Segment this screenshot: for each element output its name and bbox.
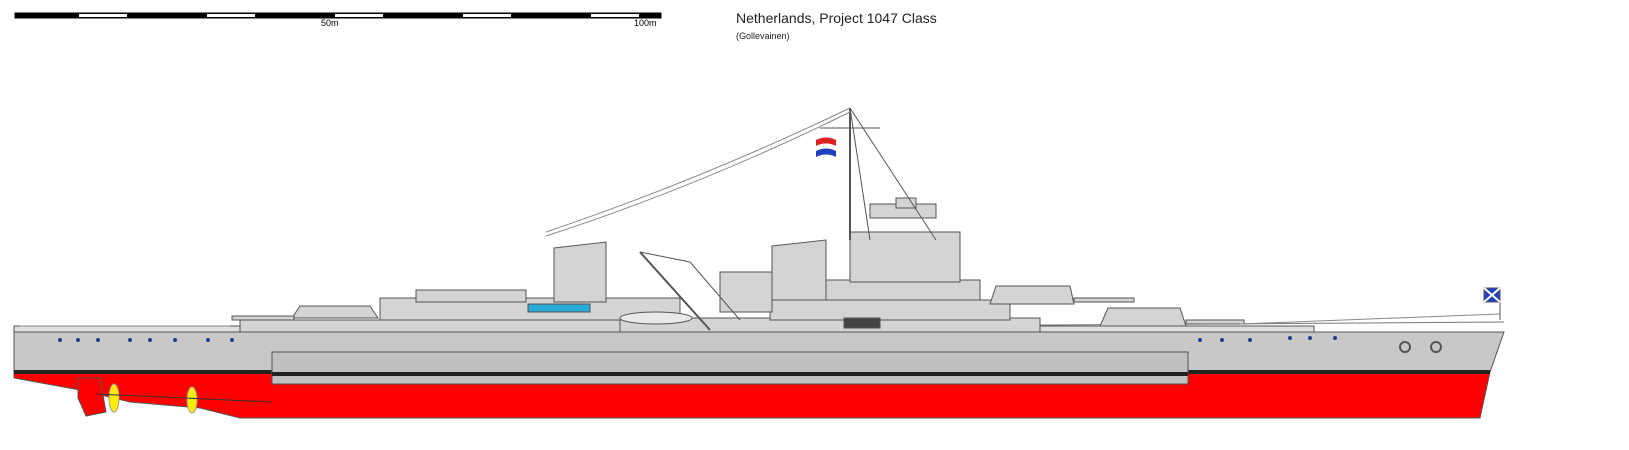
aircraft-crane bbox=[639, 251, 711, 331]
scale-label-mid: 50m bbox=[321, 18, 339, 28]
superstructure-fwd-block bbox=[769, 299, 1011, 321]
funnel-aft bbox=[553, 241, 607, 303]
propellers bbox=[95, 383, 273, 414]
portholes bbox=[58, 336, 1337, 342]
scale-label-end: 100m bbox=[634, 18, 657, 28]
bridge-tower bbox=[849, 231, 961, 283]
ships-boat bbox=[527, 303, 591, 313]
armor-belt bbox=[271, 351, 1189, 385]
anchor-hawse bbox=[1399, 341, 1442, 353]
hangar-block bbox=[719, 271, 773, 313]
jack bbox=[1483, 287, 1501, 320]
turret-aft-superfiring bbox=[415, 289, 527, 303]
crane-arm bbox=[545, 107, 851, 233]
scale-bar bbox=[14, 12, 662, 19]
launch bbox=[619, 311, 693, 325]
superstructure-deck-aft bbox=[239, 319, 621, 333]
drawing-title: Netherlands, Project 1047 Class bbox=[736, 10, 937, 26]
turret-aft bbox=[291, 305, 379, 319]
turret-forward-superfiring bbox=[989, 285, 1075, 305]
funnel-forward bbox=[771, 239, 827, 301]
rudder bbox=[77, 377, 107, 417]
ensign bbox=[816, 137, 836, 157]
turret-forward bbox=[1099, 307, 1187, 327]
drawing-author: (Gollevainen) bbox=[736, 31, 790, 41]
